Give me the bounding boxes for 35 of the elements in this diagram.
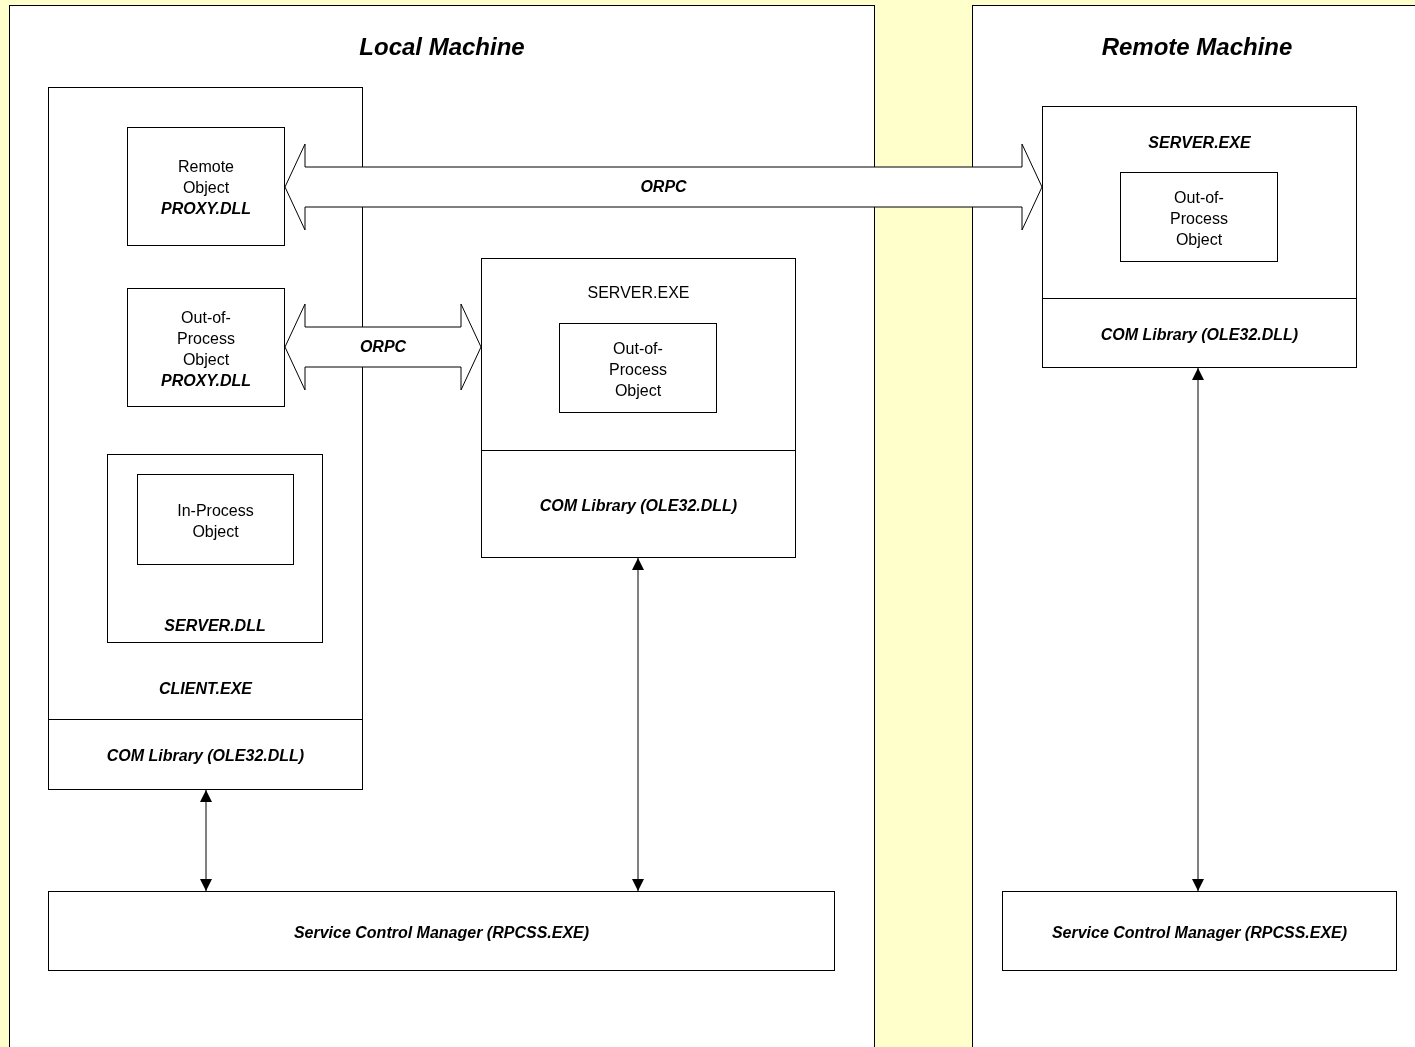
node-label: Out-of-Process Object	[608, 338, 668, 401]
object-box	[127, 127, 285, 246]
object-box	[559, 323, 717, 413]
node-label: Service Control Manager (RPCSS.EXE)	[293, 922, 590, 943]
node-label: COM Library (OLE32.DLL)	[106, 746, 305, 766]
node-label: Out-of-Process Object	[1169, 187, 1229, 250]
service-box	[48, 891, 835, 971]
machine-panel	[9, 5, 875, 1047]
arrow	[200, 789, 212, 892]
node-label: CLIENT.EXE	[158, 678, 252, 699]
node-label: Out-of-Process Object	[176, 307, 236, 370]
node-label: COM Library (OLE32.DLL)	[1100, 324, 1299, 345]
node-label: Remote Object	[177, 157, 235, 198]
node-label: COM Library (OLE32.DLL)	[539, 495, 738, 516]
object-box	[1120, 172, 1278, 262]
node-label: PROXY.DLL	[160, 370, 252, 391]
arrow	[1192, 367, 1204, 892]
arrow	[632, 557, 644, 892]
panel-title: Local Machine	[359, 35, 525, 57]
block-arrow	[284, 303, 482, 391]
node-label: Service Control Manager (RPCSS.EXE)	[1051, 922, 1348, 943]
object-box	[137, 474, 294, 565]
panel-title: Remote Machine	[1101, 35, 1293, 57]
machine-panel	[972, 5, 1415, 1047]
block-arrow	[284, 143, 1043, 231]
service-box	[1002, 891, 1397, 971]
node-label: SERVER.DLL	[164, 615, 266, 636]
node-label: SERVER.EXE	[1148, 132, 1251, 153]
node-label: In-Process Object	[176, 500, 255, 542]
process-box	[1042, 106, 1357, 368]
process-box	[481, 258, 796, 558]
node-label: SERVER.EXE	[587, 282, 690, 303]
node-label: PROXY.DLL	[160, 199, 252, 219]
object-box	[127, 288, 285, 407]
process-box	[107, 454, 323, 643]
